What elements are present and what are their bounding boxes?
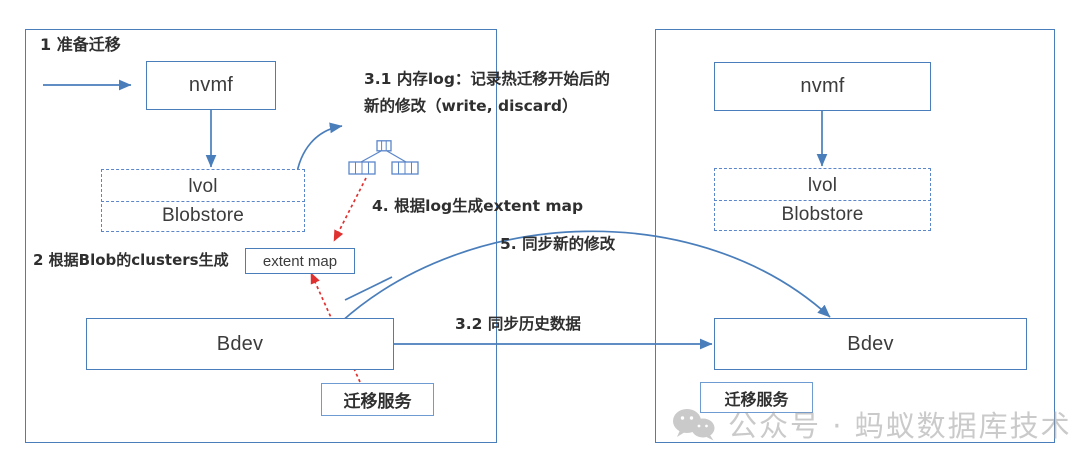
target-migration-service-box: 迁移服务 bbox=[700, 382, 813, 413]
step-2-label: 2 根据Blob的clusters生成 bbox=[33, 251, 229, 269]
target-nvmf-box: nvmf bbox=[714, 62, 931, 111]
arrow-sync-new-changes bbox=[340, 230, 831, 323]
source-stack-divider bbox=[101, 201, 305, 202]
source-bdev-box: Bdev bbox=[86, 318, 394, 370]
step-3-2-label: 3.2 同步历史数据 bbox=[455, 315, 581, 333]
step-5-label: 5. 同步新的修改 bbox=[500, 235, 616, 253]
step-3-1-line1: 3.1 内存log：记录热迁移开始后的 bbox=[364, 70, 610, 88]
target-lvol-label: lvol bbox=[807, 175, 838, 196]
line-extent-map-to-source-bdev bbox=[344, 276, 393, 301]
step-4-label: 4. 根据log生成extent map bbox=[372, 197, 584, 215]
source-nvmf-box: nvmf bbox=[146, 61, 276, 110]
target-bdev-label: Bdev bbox=[847, 332, 894, 355]
btree-icon-svg bbox=[348, 140, 419, 175]
source-bdev-label: Bdev bbox=[216, 332, 264, 355]
step-3-1-line2: 新的修改（write, discard） bbox=[364, 97, 578, 115]
source-lvol-blobstore-stack: lvol Blobstore bbox=[101, 169, 305, 232]
target-nvmf-label: nvmf bbox=[800, 75, 845, 97]
extent-map-box: extent map bbox=[245, 248, 355, 274]
source-migration-service-box: 迁移服务 bbox=[321, 383, 434, 416]
target-host-panel bbox=[655, 29, 1055, 443]
step-1-label: 1 准备迁移 bbox=[40, 35, 121, 54]
source-migration-service-label: 迁移服务 bbox=[343, 392, 412, 412]
target-lvol-blobstore-stack: lvol Blobstore bbox=[714, 168, 931, 231]
btree-icon bbox=[348, 140, 420, 181]
source-host-panel bbox=[25, 29, 497, 443]
source-blobstore-label: Blobstore bbox=[161, 205, 245, 226]
target-stack-divider bbox=[714, 200, 931, 201]
source-lvol-label: lvol bbox=[188, 176, 218, 197]
target-blobstore-label: Blobstore bbox=[781, 204, 864, 225]
source-nvmf-label: nvmf bbox=[188, 74, 234, 96]
extent-map-label: extent map bbox=[262, 252, 338, 270]
target-migration-service-label: 迁移服务 bbox=[724, 389, 789, 409]
target-bdev-box: Bdev bbox=[714, 318, 1027, 370]
